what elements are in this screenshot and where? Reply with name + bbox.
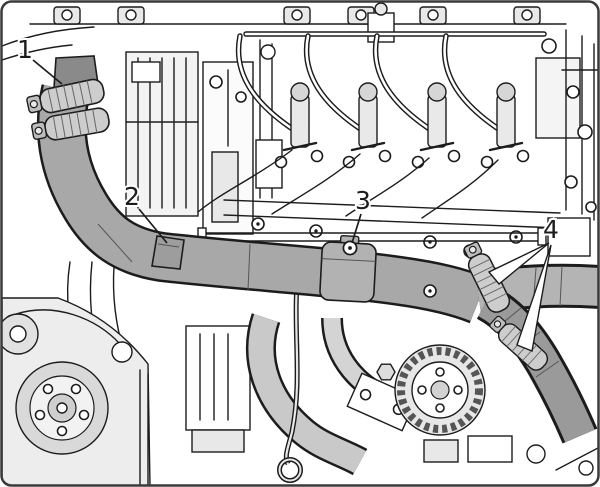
callout-4-label: 4 bbox=[543, 215, 559, 244]
valve-cover-ribs bbox=[125, 51, 199, 217]
pipe-mounting-bracket bbox=[151, 235, 185, 270]
callout-4-pointer-a bbox=[487, 242, 550, 285]
callouts: 1 2 3 4 bbox=[15, 33, 561, 352]
mounting-lugs bbox=[53, 6, 541, 25]
callout-1-label: 1 bbox=[17, 35, 33, 64]
right-upper-engine bbox=[535, 29, 598, 221]
lower-right-engine bbox=[423, 217, 598, 476]
leak-off-lines bbox=[197, 149, 499, 219]
hex-bolt bbox=[376, 363, 396, 381]
support-bolt bbox=[342, 240, 358, 256]
small-pulley bbox=[2, 313, 39, 355]
hose-ridge bbox=[535, 360, 560, 378]
callout-4-pointer-b bbox=[516, 244, 552, 352]
callout-2-leader bbox=[138, 208, 168, 244]
engine-mount-block bbox=[185, 325, 251, 453]
belt-line bbox=[15, 309, 121, 345]
pipe-seam bbox=[247, 243, 251, 291]
outlet-hoses bbox=[459, 238, 598, 444]
pipe-bolt bbox=[423, 284, 437, 298]
callout-2-label: 2 bbox=[124, 182, 140, 211]
callout-3-label: 3 bbox=[355, 186, 371, 215]
hose-ridge bbox=[559, 265, 563, 307]
engine-corner-line bbox=[2, 26, 95, 47]
pipe-seam bbox=[97, 223, 133, 263]
crank-pulley bbox=[15, 361, 109, 455]
charge-air-pipe bbox=[24, 55, 489, 324]
dipstick-tube bbox=[277, 255, 303, 483]
engine-corner-line bbox=[2, 44, 73, 61]
idler-bolt bbox=[111, 341, 133, 363]
top-sensor bbox=[367, 2, 395, 43]
callout-3-leader bbox=[351, 213, 362, 244]
callout-1-leader bbox=[32, 59, 63, 85]
chain-cover bbox=[202, 61, 254, 235]
vibration-damper bbox=[394, 344, 486, 436]
cylinder-head-edge bbox=[223, 199, 561, 258]
